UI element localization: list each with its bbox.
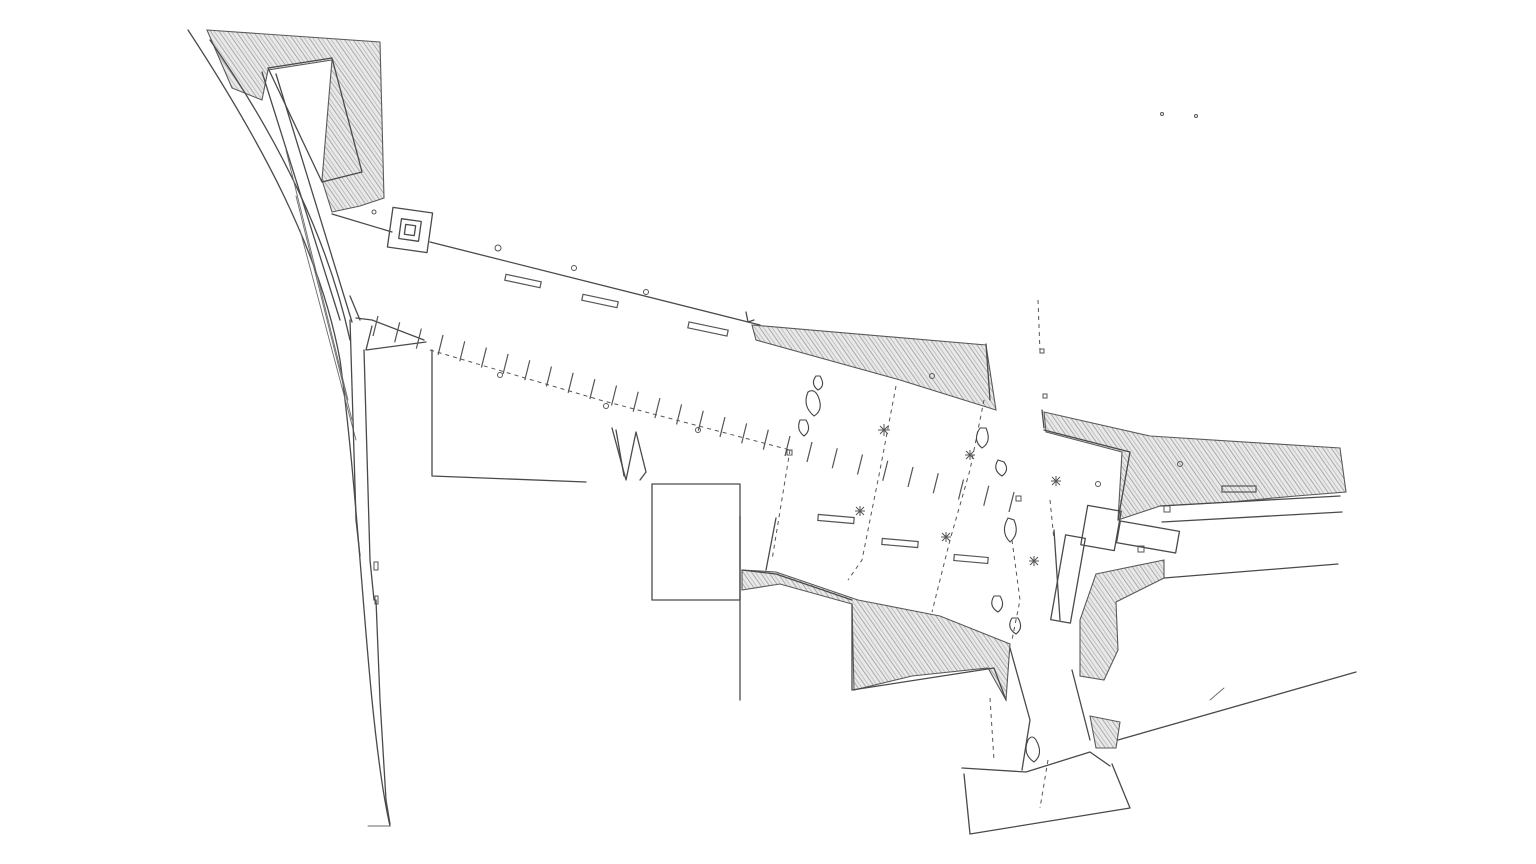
parking-stall-tick — [1008, 491, 1015, 513]
parking-stall-tick — [675, 404, 683, 425]
parking-stall-tick — [932, 473, 939, 494]
bollards — [371, 112, 1198, 487]
parking-stall-tick — [856, 454, 864, 475]
parking-stall-tick — [719, 416, 726, 438]
parking-stall-tick — [394, 322, 401, 343]
parking-stall-tick — [524, 360, 531, 381]
parking-stall-row — [372, 315, 1015, 513]
building-north-west — [206, 29, 385, 213]
parking-stall-tick — [610, 385, 618, 406]
parking-stall-tick — [437, 334, 444, 356]
main-street — [331, 213, 1045, 483]
parking-stall-tick — [545, 366, 553, 387]
star-markers — [855, 424, 1061, 566]
parking-stall-tick — [654, 397, 661, 419]
south-blocks — [651, 483, 1131, 835]
kiosk — [386, 206, 434, 254]
trees — [798, 375, 1055, 763]
building-south-row — [741, 569, 1011, 702]
parking-stall-tick — [741, 423, 748, 444]
parking-north — [504, 273, 729, 337]
hatched-buildings — [206, 29, 1347, 749]
parking-stall-tick — [762, 429, 769, 450]
west-road — [187, 29, 391, 827]
building-north-row — [751, 324, 997, 411]
parking-stall-tick — [831, 448, 838, 469]
parking-stall-tick — [480, 347, 488, 368]
parking-stall-tick — [459, 341, 466, 362]
parking-stall-tick — [567, 372, 574, 393]
street-furniture — [349, 295, 1048, 502]
parking-stall-tick — [882, 460, 889, 481]
parking-stall-tick — [957, 479, 965, 500]
building-east-lower — [1079, 559, 1165, 681]
parking-stall-tick — [907, 466, 914, 488]
parking-stall-tick — [632, 391, 639, 412]
parking-stall-tick — [589, 379, 596, 400]
parking-stall-tick — [415, 328, 422, 349]
parking-stall-tick — [983, 485, 990, 506]
parking-stall-tick — [806, 441, 813, 463]
parking-stall-tick — [784, 435, 791, 457]
building-south-east — [1089, 715, 1121, 749]
building-north-west-outline — [267, 57, 363, 183]
east-street — [1043, 429, 1357, 741]
parking-stall-tick — [502, 353, 509, 375]
parking-stall-tick — [372, 315, 379, 337]
